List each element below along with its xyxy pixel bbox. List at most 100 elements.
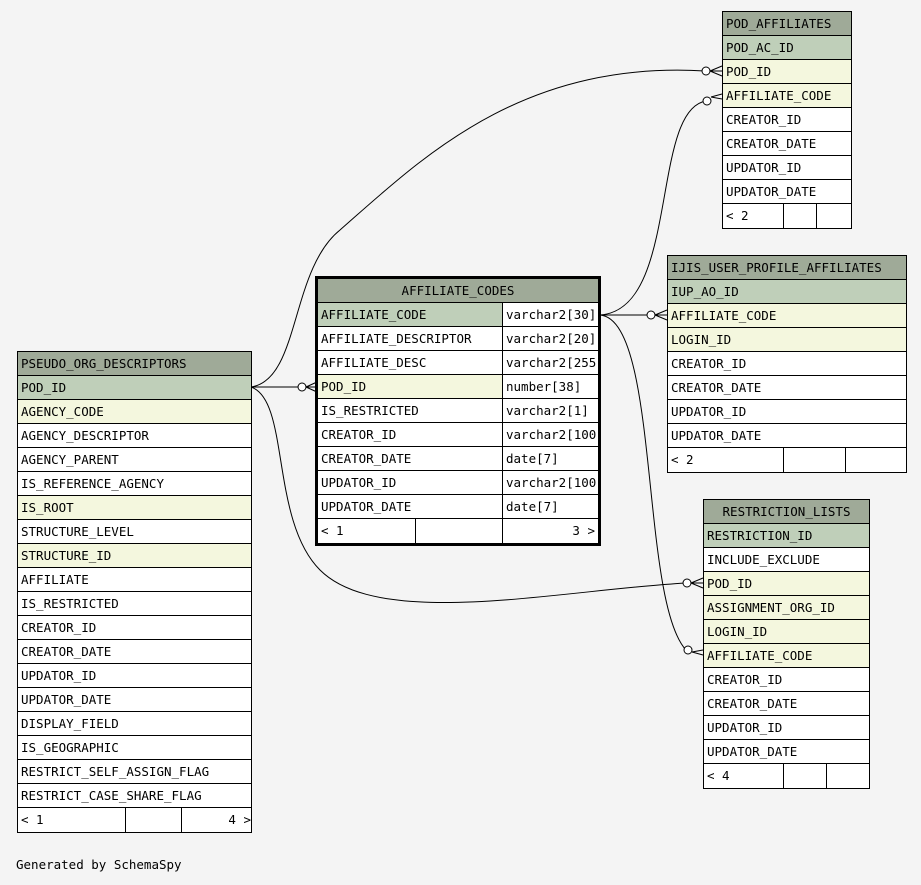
column-row[interactable]: LOGIN_ID: [668, 328, 906, 352]
column-row[interactable]: CREATOR_DATE: [668, 376, 906, 400]
optional-marker: [682, 578, 692, 588]
column-row[interactable]: AFFILIATE_CODE: [723, 84, 851, 108]
column-row[interactable]: STRUCTURE_LEVEL: [18, 520, 251, 544]
column-name[interactable]: AFFILIATE_CODE: [318, 303, 503, 326]
column-row[interactable]: INCLUDE_EXCLUDE: [704, 548, 869, 572]
column-row[interactable]: CREATOR_ID: [704, 668, 869, 692]
optional-marker: [702, 96, 712, 106]
column-row[interactable]: UPDATOR_DATE: [723, 180, 851, 204]
crows-foot: [690, 577, 704, 589]
column-row[interactable]: STRUCTURE_ID: [18, 544, 251, 568]
table-title[interactable]: IJIS_USER_PROFILE_AFFILIATES: [668, 256, 906, 280]
crows-foot: [709, 65, 723, 77]
column-row[interactable]: UPDATOR_DATE: [704, 740, 869, 764]
column-type: varchar2[100]: [506, 475, 598, 490]
footer-cell: [784, 448, 846, 472]
column-name[interactable]: UPDATOR_ID: [318, 471, 503, 494]
column-row[interactable]: POD_ID: [18, 376, 251, 400]
column-type: varchar2[100]: [506, 427, 598, 442]
table-title[interactable]: POD_AFFILIATES: [723, 12, 851, 36]
column-row[interactable]: AGENCY_DESCRIPTOR: [18, 424, 251, 448]
column-name[interactable]: POD_ID: [318, 375, 503, 398]
column-row[interactable]: IS_ROOT: [18, 496, 251, 520]
column-row[interactable]: DISPLAY_FIELD: [18, 712, 251, 736]
column-row[interactable]: AFFILIATE_CODE: [668, 304, 906, 328]
rel-pod-affiliates-affiliate-code: [599, 100, 707, 316]
column-row[interactable]: IS_REFERENCE_AGENCY: [18, 472, 251, 496]
column-row[interactable]: CREATOR_ID: [723, 108, 851, 132]
column-type: number[38]: [506, 379, 582, 394]
rel-restriction-lists-affiliate-code: [599, 314, 687, 651]
column-name[interactable]: CREATOR_ID: [318, 423, 503, 446]
column-row[interactable]: IUP_AO_ID: [668, 280, 906, 304]
column-row[interactable]: RESTRICT_SELF_ASSIGN_FLAG: [18, 760, 251, 784]
column-row[interactable]: IS_RESTRICTED: [18, 592, 251, 616]
footer-parents-count[interactable]: < 4: [704, 764, 784, 788]
column-name[interactable]: AFFILIATE_DESCRIPTOR: [318, 327, 503, 350]
column-row[interactable]: IS_GEOGRAPHIC: [18, 736, 251, 760]
rel-restriction-lists-pod-id: [250, 386, 687, 604]
column-row[interactable]: AFFILIATE: [18, 568, 251, 592]
column-name[interactable]: UPDATOR_DATE: [318, 495, 503, 518]
column-row[interactable]: UPDATOR_ID: [18, 664, 251, 688]
column-row[interactable]: CREATOR_DATE: [723, 132, 851, 156]
column-name[interactable]: IS_RESTRICTED: [318, 399, 503, 422]
footer-children-count[interactable]: 4 >: [228, 812, 251, 827]
column-row[interactable]: UPDATOR_ID: [668, 400, 906, 424]
column-name[interactable]: CREATOR_DATE: [318, 447, 503, 470]
column-row[interactable]: AFFILIATE_CODE: [704, 644, 869, 668]
column-row[interactable]: RESTRICTION_ID: [704, 524, 869, 548]
footer-parents-count[interactable]: < 1: [318, 519, 416, 543]
generated-by-text: Generated by SchemaSpy: [16, 857, 182, 872]
table-title[interactable]: AFFILIATE_CODES: [318, 279, 598, 303]
column-row[interactable]: CREATOR_DATE: [704, 692, 869, 716]
column-row[interactable]: UPDATOR_ID: [723, 156, 851, 180]
footer-parents-count[interactable]: < 2: [723, 204, 784, 228]
column-type: varchar2[1]: [506, 403, 589, 418]
footer-cell: [827, 764, 869, 788]
crows-foot: [654, 309, 668, 321]
column-row[interactable]: CREATOR_ID: [668, 352, 906, 376]
column-row[interactable]: AGENCY_CODE: [18, 400, 251, 424]
footer-parents-count[interactable]: < 1: [18, 808, 126, 832]
column-type: varchar2[20]: [506, 331, 597, 346]
table-footer: < 1 4 >: [18, 808, 251, 832]
table-footer: < 1 3 >: [318, 519, 598, 543]
footer-parents-count[interactable]: < 2: [668, 448, 784, 472]
footer-cell: [416, 519, 503, 543]
table-title[interactable]: PSEUDO_ORG_DESCRIPTORS: [18, 352, 251, 376]
footer-children-count[interactable]: 3 >: [572, 523, 595, 538]
column-name[interactable]: AFFILIATE_DESC: [318, 351, 503, 374]
column-row[interactable]: ASSIGNMENT_ORG_ID: [704, 596, 869, 620]
column-row[interactable]: POD_ID: [704, 572, 869, 596]
column-row[interactable]: UPDATOR_DATE: [668, 424, 906, 448]
footer-cell: [846, 448, 906, 472]
optional-marker: [297, 382, 307, 392]
column-row[interactable]: LOGIN_ID: [704, 620, 869, 644]
column-row[interactable]: AGENCY_PARENT: [18, 448, 251, 472]
column-row[interactable]: CREATOR_ID: [18, 616, 251, 640]
table-title[interactable]: RESTRICTION_LISTS: [704, 500, 869, 524]
column-row[interactable]: POD_ID: [723, 60, 851, 84]
column-row[interactable]: UPDATOR_ID: [704, 716, 869, 740]
column-row[interactable]: CREATOR_DATE: [18, 640, 251, 664]
footer-cell: [126, 808, 182, 832]
column-row[interactable]: POD_AC_ID: [723, 36, 851, 60]
optional-marker: [701, 66, 711, 76]
column-row[interactable]: UPDATOR_DATE: [18, 688, 251, 712]
column-row[interactable]: RESTRICT_CASE_SHARE_FLAG: [18, 784, 251, 808]
